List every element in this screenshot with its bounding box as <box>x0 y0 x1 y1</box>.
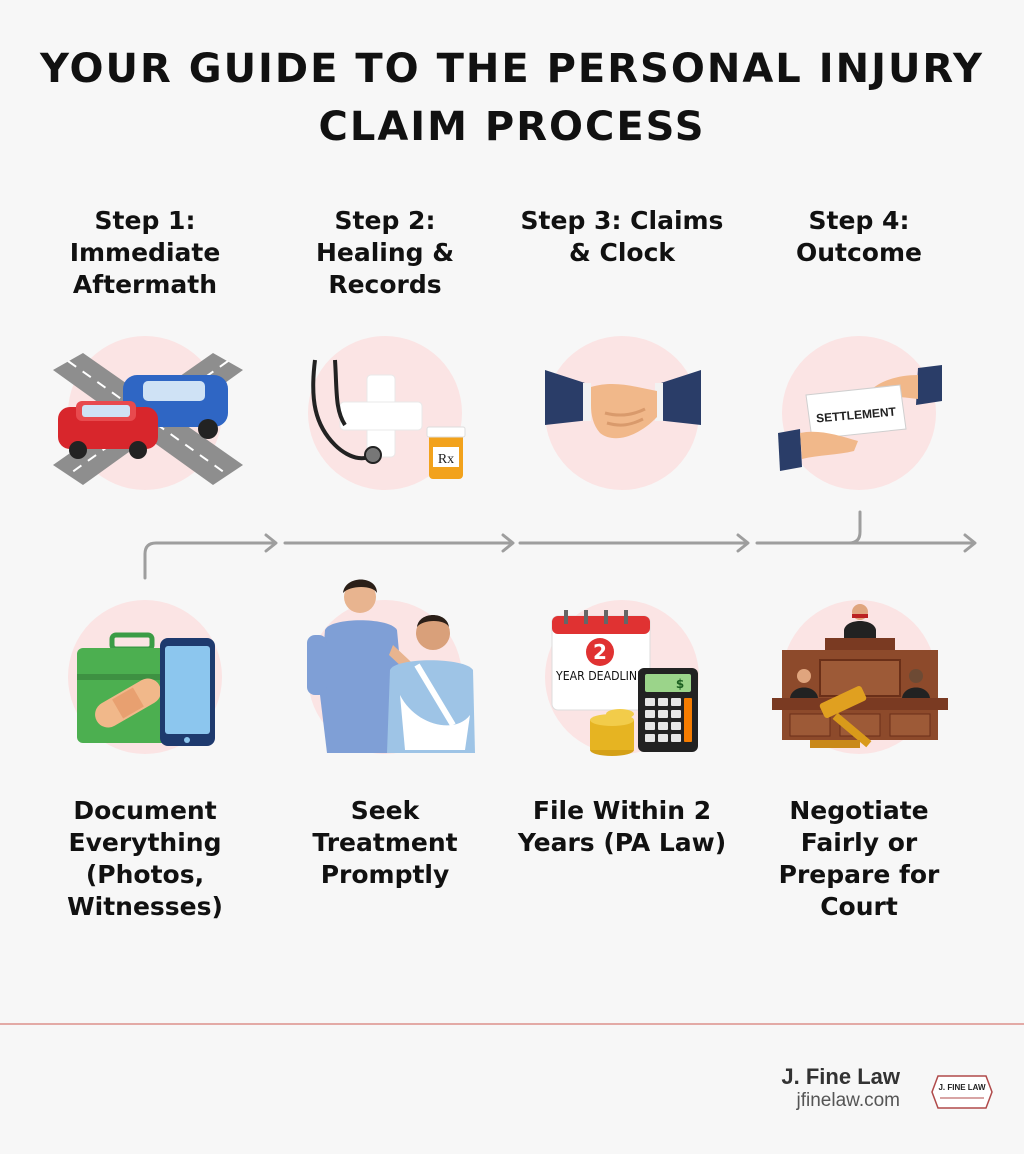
medical-cross-icon: Rx <box>311 359 466 479</box>
step-4-caption: Negotiate Fairly or Prepare for Court <box>778 796 940 921</box>
car-crash-icon <box>53 353 243 485</box>
brand-logo: J. FINE LAW <box>930 1074 994 1110</box>
arrowhead-3 <box>736 533 750 553</box>
step-2-caption: Seek Treatment Promptly <box>312 796 458 889</box>
deadline-number: 2 <box>593 640 607 664</box>
step-3-label: Step 3: Claims & Clock <box>520 206 724 267</box>
step-3-caption: File Within 2 Years (PA Law) <box>517 796 727 857</box>
step-2-label: Step 2: Healing & Records <box>315 206 455 299</box>
step-1-caption: Document Everything (Photos, Witnesses) <box>67 796 223 921</box>
rx-label: Rx <box>438 452 454 467</box>
step-4-label: Step 4: Outcome <box>795 206 922 267</box>
brand-name: J. Fine Law <box>781 1064 900 1089</box>
logo-badge-icon <box>931 1075 993 1109</box>
arrowhead-4 <box>963 533 977 553</box>
page-title: YOUR GUIDE TO THE PERSONAL INJURY CLAIM … <box>39 46 985 150</box>
nurse-patient-icon <box>307 579 475 753</box>
step-1-label: Step 1: Immediate Aftermath <box>69 206 221 299</box>
calendar-calculator-icon: 2 YEAR DEADLINE $ <box>551 610 698 756</box>
brand-url[interactable]: jfinelaw.com <box>796 1090 901 1111</box>
courtroom-icon <box>772 604 948 748</box>
first-aid-phone-icon <box>77 632 215 746</box>
connector-branch <box>847 510 862 545</box>
handshake-icon <box>545 370 701 439</box>
arrowhead-1 <box>264 533 278 553</box>
connector-start <box>143 541 276 580</box>
footer-divider <box>0 1023 1024 1025</box>
arrowhead-2 <box>501 533 515 553</box>
settlement-icon: SETTLEMENT <box>778 365 942 471</box>
logo-text: J. FINE LAW <box>938 1083 986 1092</box>
calculator-sign: $ <box>676 677 684 691</box>
deadline-text: YEAR DEADLINE <box>555 669 644 683</box>
